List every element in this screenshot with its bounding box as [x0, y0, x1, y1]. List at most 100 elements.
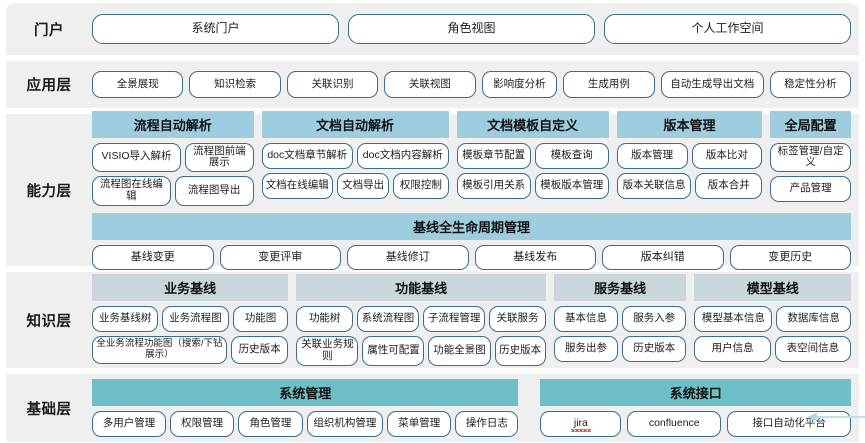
cap-item-version-compare[interactable]: 版本比对	[691, 142, 763, 169]
cap-item-version-management[interactable]: 版本管理	[616, 142, 688, 169]
kn-item-user-info[interactable]: 用户信息	[694, 336, 771, 363]
group-title-process-parsing: 流程自动解析	[92, 110, 254, 138]
knowledge-groups-row: 业务基线 业务基线树 业务流程图 功能图 全业务流程功能图（搜索/下钻展示） 历…	[92, 274, 852, 366]
cap-item-template-version-mgmt[interactable]: 模板版本管理	[534, 172, 609, 199]
app-item-impact-analysis[interactable]: 影响度分析	[481, 71, 558, 98]
layer-foundation: 基础层 系统管理 多用户管理 权限管理 角色管理 组织机构管理 菜单管理 操作日…	[6, 374, 859, 442]
kn-item-basic-info[interactable]: 基本信息	[553, 306, 619, 333]
capability-group-process-parsing: 流程自动解析 VISIO导入解析 流程图前端展示 流程图在线编辑 流程图导出	[92, 110, 254, 206]
app-item-auto-export-doc[interactable]: 自动生成导出文档	[660, 71, 764, 98]
cap-item-template-reference-relation[interactable]: 模板引用关系	[456, 172, 531, 199]
cap-item-flowchart-frontend-display[interactable]: 流程图前端展示	[185, 142, 254, 172]
fd-item-operation-log[interactable]: 操作日志	[455, 411, 519, 437]
cap-item-flowchart-online-edit[interactable]: 流程图在线编辑	[92, 176, 171, 206]
cap-item-doc-export[interactable]: 文档导出	[337, 172, 390, 199]
cap-item-flowchart-export[interactable]: 流程图导出	[174, 176, 254, 206]
knowledge-group-service-baseline: 服务基线 基本信息 服务入参 服务出参 历史版本	[553, 274, 687, 366]
fd-item-jira[interactable]: jira	[540, 411, 622, 437]
lifecycle-item-baseline-revision[interactable]: 基线修订	[347, 244, 469, 270]
group-title-version-mgmt: 版本管理	[616, 110, 763, 138]
kn-item-system-flowchart[interactable]: 系统流程图	[357, 306, 420, 333]
cap-item-doc-online-edit[interactable]: 文档在线编辑	[261, 172, 334, 199]
kn-item-database-info[interactable]: 数据库信息	[776, 306, 851, 333]
app-item-generate-case[interactable]: 生成用例	[563, 71, 655, 98]
cap-item-visio-import-parse[interactable]: VISIO导入解析	[92, 142, 182, 172]
kn-item-service-output-param[interactable]: 服务出参	[553, 336, 619, 363]
layer-label-application: 应用层	[26, 78, 72, 94]
fd-item-org-structure-mgmt[interactable]: 组织机构管理	[306, 411, 384, 437]
layer-knowledge: 知识层 业务基线 业务基线树 业务流程图 功能图 全业务流程功能图（搜索/下钻展…	[6, 272, 859, 368]
kn-item-function-history-version[interactable]: 历史版本	[494, 336, 546, 366]
cap-item-version-relation-info[interactable]: 版本关联信息	[616, 172, 692, 199]
app-item-knowledge-search[interactable]: 知识检索	[189, 71, 281, 98]
cap-item-tag-mgmt-custom[interactable]: 标签管理/自定义	[770, 142, 852, 172]
app-item-relation-recognition[interactable]: 关联识别	[286, 71, 379, 98]
group-row2-global-config: 产品管理	[770, 176, 852, 202]
kn-item-tablespace-info[interactable]: 表空间信息	[774, 336, 852, 363]
layer-label-foundation: 基础层	[26, 401, 72, 418]
capability-group-global-config: 全局配置 标签管理/自定义 产品管理	[770, 110, 852, 206]
lifecycle-items-row: 基线变更 变更评审 基线修订 基线发布 版本纠错 变更历史	[92, 244, 851, 270]
kn-item-model-basic-info[interactable]: 模型基本信息	[694, 306, 773, 333]
kn-item-service-history-version[interactable]: 历史版本	[622, 336, 687, 363]
fd-item-confluence[interactable]: confluence	[627, 411, 722, 437]
group-row1-doc-parsing: doc文档章节解析 doc文档内容解析	[261, 142, 449, 169]
kn-item-full-business-flow-function-chart[interactable]: 全业务流程功能图（搜索/下钻展示）	[92, 336, 227, 364]
kn-item-attribute-configurable[interactable]: 属性可配置	[362, 336, 425, 366]
kn-item-business-baseline-tree[interactable]: 业务基线树	[92, 306, 159, 333]
group-row2-business-baseline: 全业务流程功能图（搜索/下钻展示） 历史版本	[92, 336, 289, 364]
kn-item-function-panorama[interactable]: 功能全景图	[428, 336, 491, 366]
layer-label-knowledge: 知识层	[26, 313, 72, 330]
cap-item-doc-chapter-parse[interactable]: doc文档章节解析	[261, 142, 354, 169]
group-row2-service-baseline: 服务出参 历史版本	[553, 336, 687, 363]
layer-body-application: 全景展现 知识检索 关联识别 关联视图 影响度分析 生成用例 自动生成导出文档 …	[92, 65, 859, 104]
foundation-spacer	[518, 379, 540, 437]
foundation-group-system-interface: 系统接口 jira confluence 接口自动化平台	[540, 379, 851, 437]
portal-item-personal-workspace[interactable]: 个人工作空间	[604, 14, 851, 44]
group-title-service-baseline: 服务基线	[553, 274, 687, 302]
kn-item-related-service[interactable]: 关联服务	[489, 306, 546, 333]
app-item-stability-analysis[interactable]: 稳定性分析	[769, 71, 851, 98]
fd-item-multi-user-mgmt[interactable]: 多用户管理	[92, 411, 167, 437]
group-row2-doc-template: 模板引用关系 模板版本管理	[456, 172, 609, 199]
kn-item-business-flowchart[interactable]: 业务流程图	[162, 306, 229, 333]
kn-item-business-history-version[interactable]: 历史版本	[230, 336, 289, 364]
group-title-model-baseline: 模型基线	[694, 274, 851, 302]
lifecycle-item-baseline-release[interactable]: 基线发布	[474, 244, 596, 270]
group-title-system-interface: 系统接口	[540, 379, 851, 406]
app-item-relation-view[interactable]: 关联视图	[384, 71, 476, 98]
layer-body-capability: 流程自动解析 VISIO导入解析 流程图前端展示 流程图在线编辑 流程图导出 文…	[92, 105, 859, 276]
cap-item-permission-control[interactable]: 权限控制	[393, 172, 449, 199]
lifecycle-item-change-review[interactable]: 变更评审	[219, 244, 341, 270]
kn-item-function-tree[interactable]: 功能树	[296, 306, 354, 333]
app-item-panorama[interactable]: 全景展现	[92, 71, 184, 98]
group-row1-system-mgmt: 多用户管理 权限管理 角色管理 组织机构管理 菜单管理 操作日志	[92, 411, 519, 437]
capability-lifecycle-section: 基线全生命周期管理 基线变更 变更评审 基线修订 基线发布 版本纠错 变更历史	[92, 212, 851, 270]
kn-item-service-input-param[interactable]: 服务入参	[622, 306, 687, 333]
group-row2-version-mgmt: 版本关联信息 版本合并	[616, 172, 763, 199]
lifecycle-item-change-history[interactable]: 变更历史	[729, 244, 851, 270]
cap-item-template-chapter-config[interactable]: 模板章节配置	[456, 142, 531, 169]
lifecycle-item-baseline-change[interactable]: 基线变更	[92, 244, 214, 270]
knowledge-group-model-baseline: 模型基线 模型基本信息 数据库信息 用户信息 表空间信息	[694, 274, 852, 366]
fd-item-permission-mgmt[interactable]: 权限管理	[170, 411, 235, 437]
fd-item-menu-mgmt[interactable]: 菜单管理	[387, 411, 452, 437]
group-title-doc-template: 文档模板自定义	[456, 110, 609, 138]
portal-item-system-portal[interactable]: 系统门户	[92, 14, 339, 44]
fd-item-role-mgmt[interactable]: 角色管理	[238, 411, 303, 437]
group-row2-doc-parsing: 文档在线编辑 文档导出 权限控制	[261, 172, 449, 199]
cap-item-doc-content-parse[interactable]: doc文档内容解析	[357, 142, 449, 169]
group-row1-system-interface: jira confluence 接口自动化平台	[540, 411, 851, 437]
lifecycle-item-version-correction[interactable]: 版本纠错	[602, 244, 724, 270]
layer-portal: 门户 系统门户 角色视图 个人工作空间	[6, 3, 859, 55]
layer-capability: 能力层 流程自动解析 VISIO导入解析 流程图前端展示 流程图在线编辑 流程图…	[6, 110, 859, 270]
kn-item-related-business-rule[interactable]: 关联业务规则	[296, 336, 359, 366]
group-title-system-mgmt: 系统管理	[92, 379, 519, 406]
kn-item-function-chart[interactable]: 功能图	[232, 306, 289, 333]
cap-item-template-query[interactable]: 模板查询	[534, 142, 609, 169]
fd-item-interface-automation-platform[interactable]: 接口自动化平台	[727, 411, 851, 437]
cap-item-version-merge[interactable]: 版本合并	[695, 172, 763, 199]
cap-item-product-mgmt[interactable]: 产品管理	[770, 176, 852, 202]
kn-item-sub-process-mgmt[interactable]: 子流程管理	[423, 306, 486, 333]
portal-item-role-view[interactable]: 角色视图	[348, 14, 595, 44]
